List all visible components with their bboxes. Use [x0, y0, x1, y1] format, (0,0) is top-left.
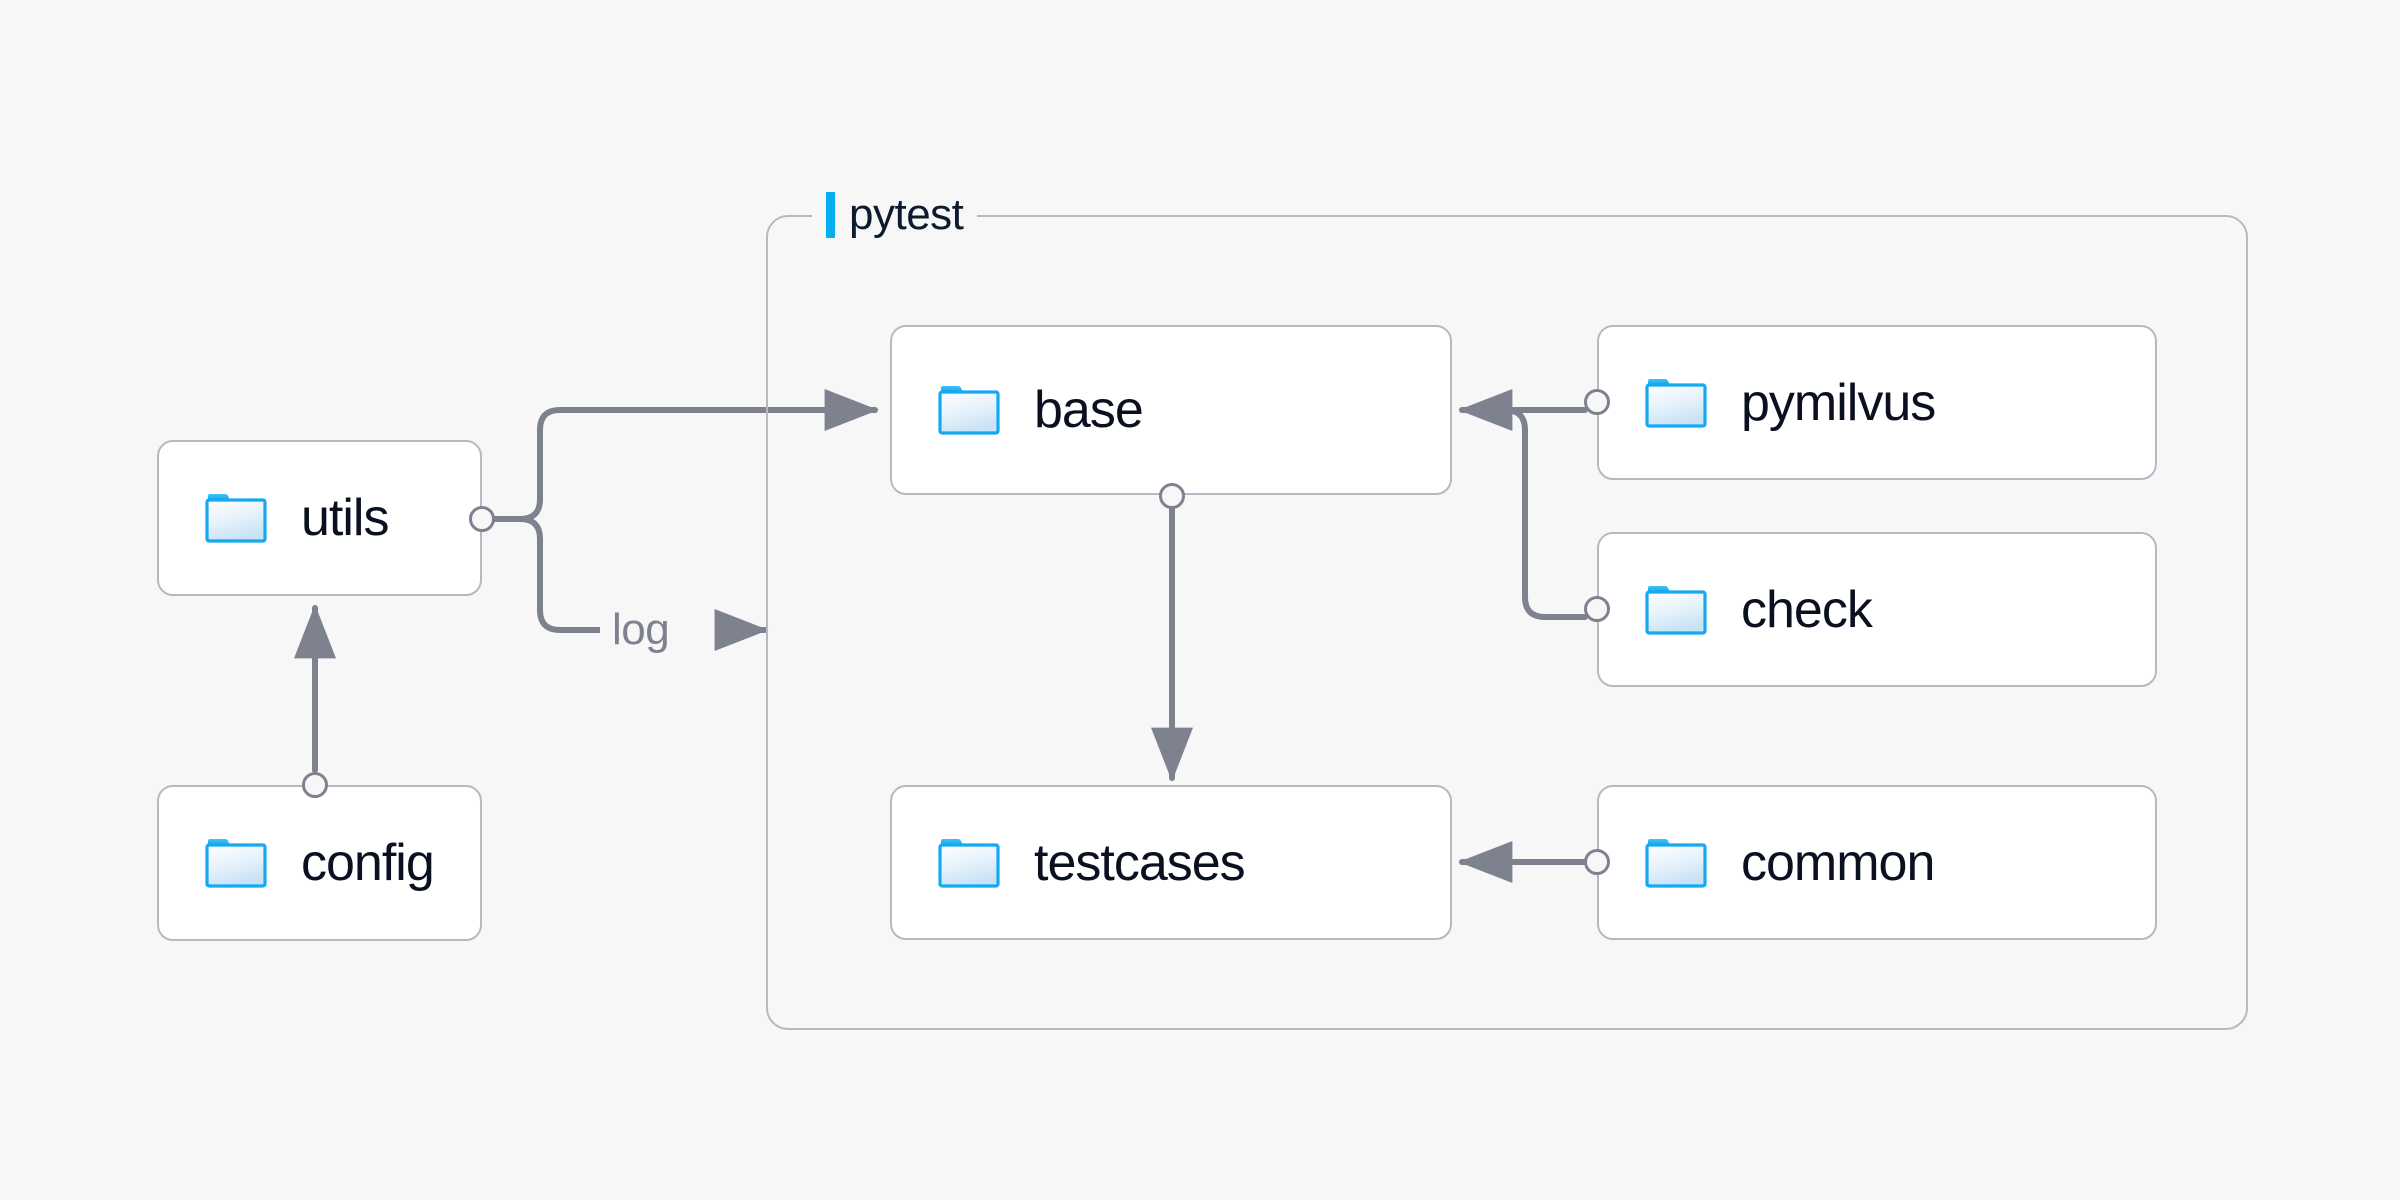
port-base-bottom[interactable]: [1159, 483, 1185, 509]
port-config-top[interactable]: [302, 772, 328, 798]
folder-icon: [938, 838, 1000, 888]
folder-icon: [1645, 585, 1707, 635]
node-config-label: config: [301, 834, 435, 892]
edge-label-log: log: [600, 608, 682, 652]
node-check[interactable]: check: [1597, 532, 2157, 687]
folder-icon: [1645, 378, 1707, 428]
node-pymilvus[interactable]: pymilvus: [1597, 325, 2157, 480]
port-common-left[interactable]: [1584, 849, 1610, 875]
folder-icon: [205, 839, 267, 888]
accent-bar-icon: [826, 192, 835, 238]
edge-utils-log-a: [517, 516, 603, 633]
group-pytest-label: pytest: [849, 190, 964, 239]
port-pymilvus-left[interactable]: [1584, 389, 1610, 415]
node-base[interactable]: base: [890, 325, 1452, 495]
node-config[interactable]: config: [157, 785, 482, 941]
node-common[interactable]: common: [1597, 785, 2157, 940]
node-utils-label: utils: [301, 489, 389, 547]
node-pymilvus-label: pymilvus: [1741, 373, 1936, 432]
node-testcases[interactable]: testcases: [890, 785, 1452, 940]
node-utils[interactable]: utils: [157, 440, 482, 596]
group-pytest-header: pytest: [812, 190, 978, 239]
group-pytest[interactable]: [766, 215, 2248, 1030]
node-check-label: check: [1741, 580, 1873, 639]
folder-icon: [205, 494, 267, 543]
folder-icon: [1645, 838, 1707, 888]
folder-icon: [938, 386, 1000, 435]
node-base-label: base: [1034, 381, 1144, 439]
port-check-left[interactable]: [1584, 596, 1610, 622]
port-utils-right[interactable]: [469, 506, 495, 532]
node-common-label: common: [1741, 833, 1935, 892]
node-testcases-label: testcases: [1034, 833, 1246, 892]
